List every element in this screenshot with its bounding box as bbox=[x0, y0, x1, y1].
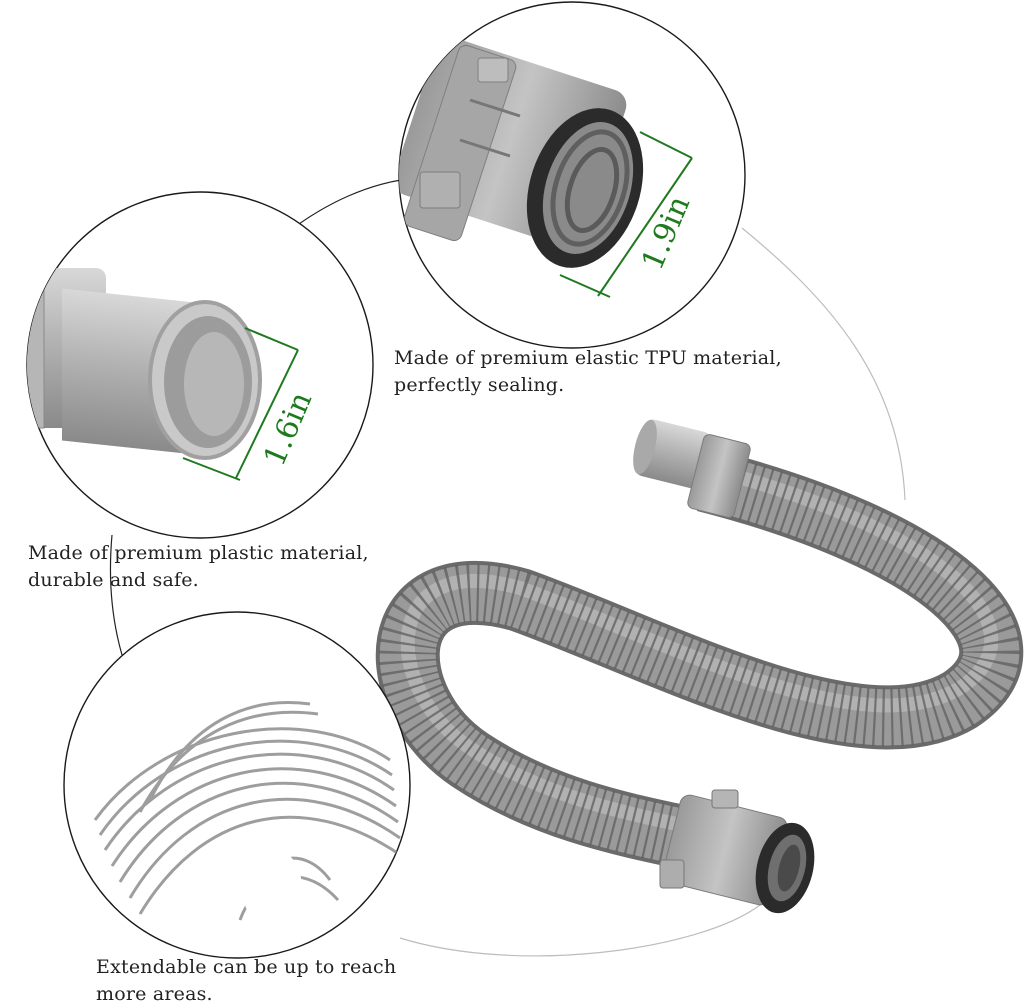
caption-plastic-line2: durable and safe. bbox=[28, 569, 199, 591]
hose-top-end bbox=[633, 419, 751, 518]
caption-extend-line2: more areas. bbox=[96, 983, 213, 1005]
caption-extendable: Extendable can be up to reach more areas… bbox=[96, 954, 396, 1008]
main-hose bbox=[375, 419, 1024, 914]
caption-tpu-line1: Made of premium elastic TPU material, bbox=[394, 347, 782, 369]
caption-extend-line1: Extendable can be up to reach bbox=[96, 956, 397, 978]
caption-plastic-line1: Made of premium plastic material, bbox=[28, 542, 369, 564]
detail-circle-tpu: 1.9in bbox=[398, 1, 746, 349]
caption-tpu-line2: perfectly sealing. bbox=[394, 374, 565, 396]
detail-circle-plastic: 1.6in bbox=[26, 191, 374, 539]
hose-bottom-end bbox=[659, 789, 815, 914]
connector-lines bbox=[109, 179, 906, 957]
detail-circle-extendable bbox=[63, 611, 411, 959]
caption-plastic-material: Made of premium plastic material, durabl… bbox=[28, 540, 369, 594]
caption-tpu-material: Made of premium elastic TPU material, pe… bbox=[394, 345, 782, 399]
